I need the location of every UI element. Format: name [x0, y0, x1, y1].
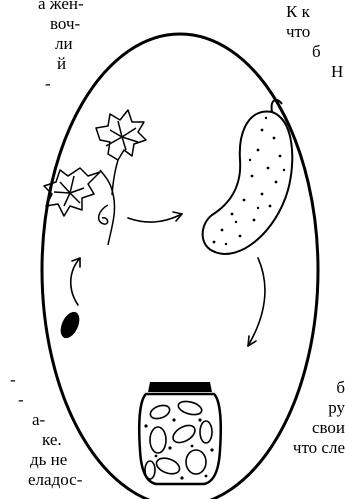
pickle-jar-icon [139, 382, 221, 484]
